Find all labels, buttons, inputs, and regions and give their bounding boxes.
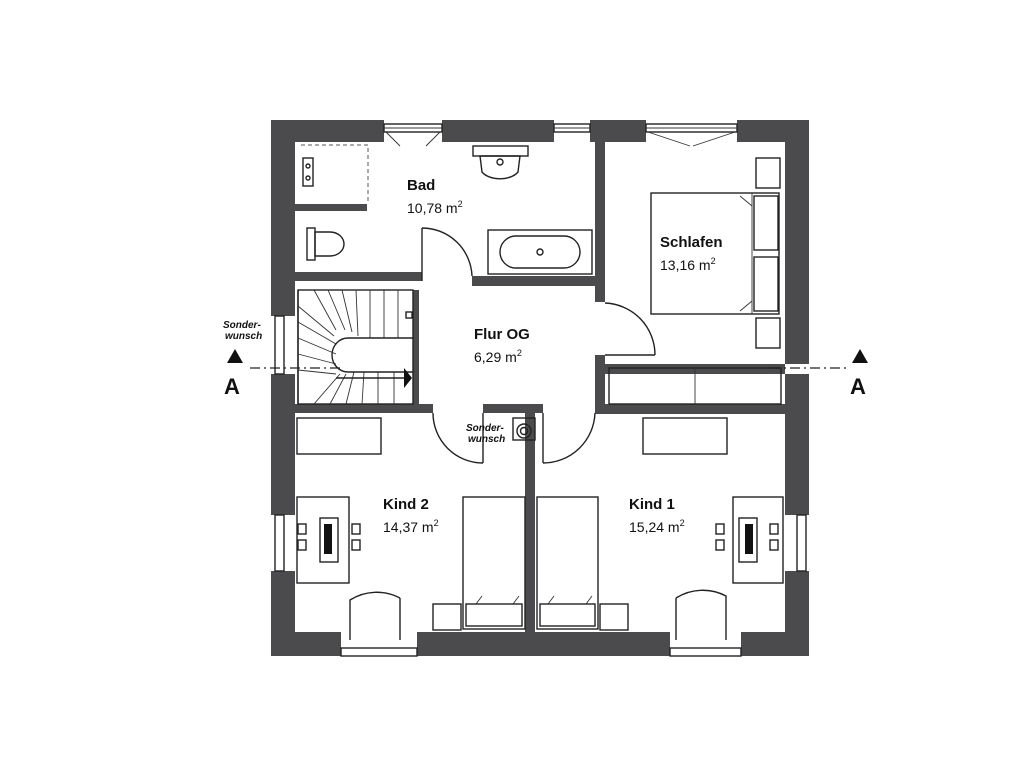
room-name-flur: Flur OG <box>474 326 530 343</box>
room-area-flur: 6,29 m2 <box>474 348 522 365</box>
room-name-schlafen: Schlafen <box>660 234 723 251</box>
section-label-right: A <box>850 374 866 399</box>
doors <box>349 227 727 640</box>
room-name-bad: Bad <box>407 177 435 194</box>
room-area-bad: 10,78 m2 <box>407 199 463 216</box>
section-arrow-left <box>227 349 243 363</box>
notes: Sonder- wunsch Sonder- wunsch <box>223 320 505 445</box>
note-sonderwunsch-left-2: wunsch <box>225 331 262 342</box>
room-labels: Bad 10,78 m2 Schlafen 13,16 m2 Flur OG 6… <box>383 177 723 535</box>
child1-furniture <box>536 417 784 631</box>
section-labels: A A <box>224 374 866 399</box>
room-area-kind1: 15,24 m2 <box>629 518 685 535</box>
section-line <box>227 349 868 369</box>
note-sonderwunsch-left-1: Sonder- <box>223 320 261 331</box>
inner-walls <box>295 142 785 632</box>
room-name-kind1: Kind 1 <box>629 496 675 513</box>
section-label-left: A <box>224 374 240 399</box>
bathroom-fixtures <box>301 144 593 275</box>
note-sonderwunsch-center-2: wunsch <box>468 434 505 445</box>
windows <box>274 123 807 657</box>
staircase <box>297 289 414 405</box>
child2-furniture <box>296 417 526 631</box>
shaft <box>512 417 536 441</box>
room-name-kind2: Kind 2 <box>383 496 429 513</box>
bedroom-furniture <box>608 157 782 405</box>
room-area-kind2: 14,37 m2 <box>383 518 439 535</box>
note-sonderwunsch-center-1: Sonder- <box>466 423 504 434</box>
section-arrow-right <box>852 349 868 363</box>
room-area-schlafen: 13,16 m2 <box>660 256 716 273</box>
outer-walls <box>271 120 809 656</box>
